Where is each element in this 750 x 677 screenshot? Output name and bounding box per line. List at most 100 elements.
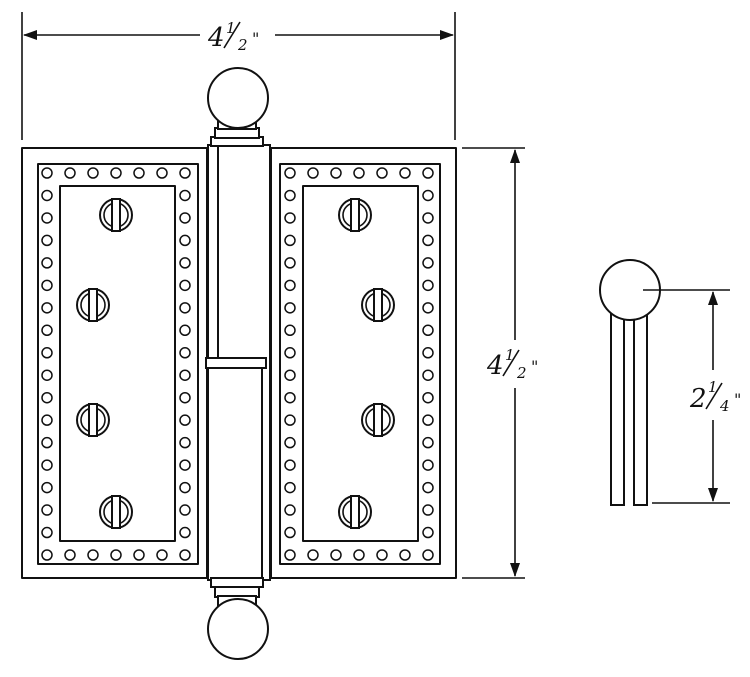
bead: [284, 347, 296, 359]
bead: [422, 414, 434, 426]
side-profile-view: 2 1 4 ": [599, 259, 741, 506]
bead: [284, 414, 296, 426]
right-height-numerator: 1: [505, 346, 515, 364]
bead: [110, 549, 122, 561]
bead: [41, 279, 53, 292]
bead: [284, 212, 296, 224]
bead: [41, 526, 53, 539]
tip-height-fraction-bar: [705, 382, 723, 410]
bead: [179, 391, 191, 404]
right-height-denominator: 2: [516, 364, 527, 382]
bead: [179, 347, 191, 359]
bead: [284, 436, 296, 449]
bead: [422, 369, 434, 381]
top-width-numerator: 1: [226, 19, 236, 37]
bead: [284, 391, 296, 404]
bead: [284, 481, 296, 494]
tip-height-denominator: 4: [719, 397, 730, 415]
bead: [422, 459, 434, 471]
bead: [179, 324, 191, 337]
bead: [41, 257, 53, 269]
bead: [179, 167, 191, 179]
bead: [284, 257, 296, 269]
bead: [41, 347, 53, 359]
bead: [422, 504, 434, 516]
top-ball-finial: [207, 67, 269, 147]
screw-icon: [99, 198, 133, 232]
bead: [422, 189, 434, 202]
bead: [179, 257, 191, 269]
bead-border-left: [41, 167, 191, 561]
tip-height-unit: ": [734, 390, 741, 409]
screw-icon: [76, 403, 110, 437]
bead: [41, 459, 53, 471]
bead-border-right: [284, 167, 434, 561]
bead: [41, 369, 53, 381]
bead: [307, 167, 319, 179]
bead: [422, 526, 434, 539]
bead: [41, 414, 53, 426]
bead: [87, 549, 99, 561]
bead: [422, 257, 434, 269]
bead: [41, 167, 53, 179]
tip-height-numerator: 1: [708, 378, 718, 396]
bead: [41, 481, 53, 494]
bead: [399, 549, 411, 561]
top-width-whole: 4: [207, 23, 225, 53]
right-leaf: [270, 147, 457, 579]
bead: [284, 302, 296, 314]
knuckle-joint: [205, 357, 267, 369]
bead: [422, 167, 434, 179]
bead: [284, 324, 296, 337]
bead: [330, 549, 342, 561]
tip-height-whole: 2: [689, 384, 707, 414]
right-height-unit: ": [531, 357, 538, 376]
bead: [422, 549, 434, 561]
bead: [41, 436, 53, 449]
screw-icon: [361, 288, 395, 322]
bead: [64, 549, 76, 561]
bead: [284, 279, 296, 292]
bead: [41, 212, 53, 224]
bead: [179, 414, 191, 426]
left-leaf: [21, 147, 208, 579]
hinge-barrel: [205, 144, 271, 581]
bead: [399, 167, 411, 179]
bead: [179, 234, 191, 247]
top-width-unit: ": [252, 29, 259, 48]
screw-icon: [99, 495, 133, 529]
bead: [179, 436, 191, 449]
bead: [284, 504, 296, 516]
bead: [156, 549, 168, 561]
bead: [179, 279, 191, 292]
bead: [41, 391, 53, 404]
bead: [64, 167, 76, 179]
top-width-fraction-bar: [223, 21, 241, 49]
bead: [41, 189, 53, 202]
bead: [110, 167, 122, 179]
bead: [179, 459, 191, 471]
bead: [330, 167, 342, 179]
bead: [422, 234, 434, 247]
bead: [376, 549, 388, 561]
bead: [284, 189, 296, 202]
bead: [284, 167, 296, 179]
screw-icon: [76, 288, 110, 322]
bead: [41, 549, 53, 561]
bead: [422, 436, 434, 449]
bead: [422, 391, 434, 404]
screws-right: [338, 198, 395, 529]
bead: [307, 549, 319, 561]
bead: [353, 167, 365, 179]
bead: [179, 504, 191, 516]
bead: [284, 369, 296, 381]
bead: [284, 234, 296, 247]
screw-icon: [338, 198, 372, 232]
bead: [41, 302, 53, 314]
bead: [179, 302, 191, 314]
bead: [376, 167, 388, 179]
bead: [179, 369, 191, 381]
bead: [133, 549, 145, 561]
bead: [41, 234, 53, 247]
right-height-dimension: 4 1 2 ": [462, 147, 538, 579]
